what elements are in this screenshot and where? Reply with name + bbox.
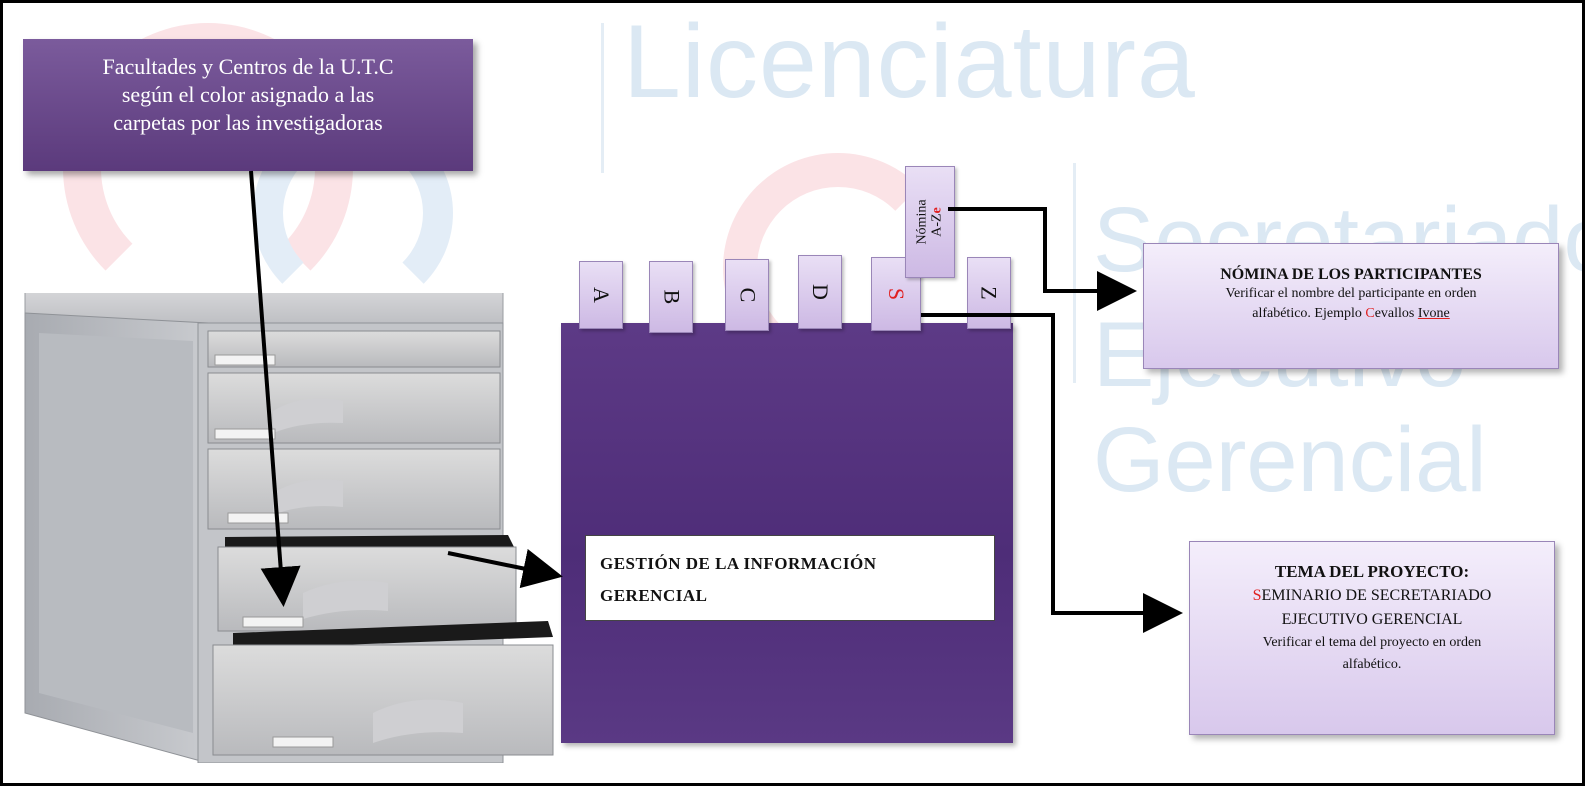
arrow-drawer-to-folder	[447, 548, 563, 589]
callout-line-2: según el color asignado a las	[121, 82, 375, 107]
project-line-3: Verificar el tema del proyecto en orden	[1262, 635, 1482, 650]
drawer-1	[207, 330, 501, 368]
watermark-divider-1	[601, 23, 604, 173]
participants-title: NÓMINA DE LOS PARTICIPANTES	[1220, 266, 1482, 283]
participants-line-1: Verificar el nombre del participante en …	[1225, 286, 1477, 301]
connector-arrows	[249, 170, 1183, 633]
callout-line-1: Facultades y Centros de la U.T.C	[102, 54, 394, 79]
project-line-1: SEMINARIO DE SECRETARIADO	[1252, 587, 1492, 604]
project-box: TEMA DEL PROYECTO: SEMINARIO DE SECRETAR…	[1189, 541, 1555, 735]
callout-line-3: carpetas por las investigadoras	[113, 110, 383, 135]
arrow-nomina-to-participants	[948, 207, 1137, 311]
arrow-s-to-project	[921, 313, 1183, 633]
participants-line-2: alfabético. Ejemplo Cevallos Ivone	[1252, 306, 1450, 321]
purple-folder	[561, 323, 1013, 743]
watermark-title: Licenciatura	[623, 4, 1196, 120]
tab-a: A	[579, 261, 623, 329]
project-line-4: alfabético.	[1342, 657, 1402, 672]
drawer-4-open	[217, 535, 517, 632]
participants-box: NÓMINA DE LOS PARTICIPANTES Verificar el…	[1143, 243, 1559, 369]
watermark-divider-2	[1073, 163, 1076, 383]
project-title: TEMA DEL PROYECTO:	[1274, 562, 1470, 581]
drawer-3	[207, 448, 501, 530]
folder-label: GESTIÓN DE LA INFORMACIÓN GERENCIAL	[585, 535, 995, 621]
tab-b: B	[649, 261, 693, 333]
arrow-callout-to-drawer	[249, 170, 301, 607]
project-line-2: EJECUTIVO GERENCIAL	[1281, 611, 1463, 628]
tab-d: D	[798, 255, 842, 329]
drawer-2	[207, 372, 501, 444]
drawer-5-open	[212, 621, 554, 756]
filing-cabinet-illustration	[24, 293, 554, 763]
tab-c: C	[725, 259, 769, 331]
callout-faculties: Facultades y Centros de la U.T.C según e…	[23, 39, 473, 171]
